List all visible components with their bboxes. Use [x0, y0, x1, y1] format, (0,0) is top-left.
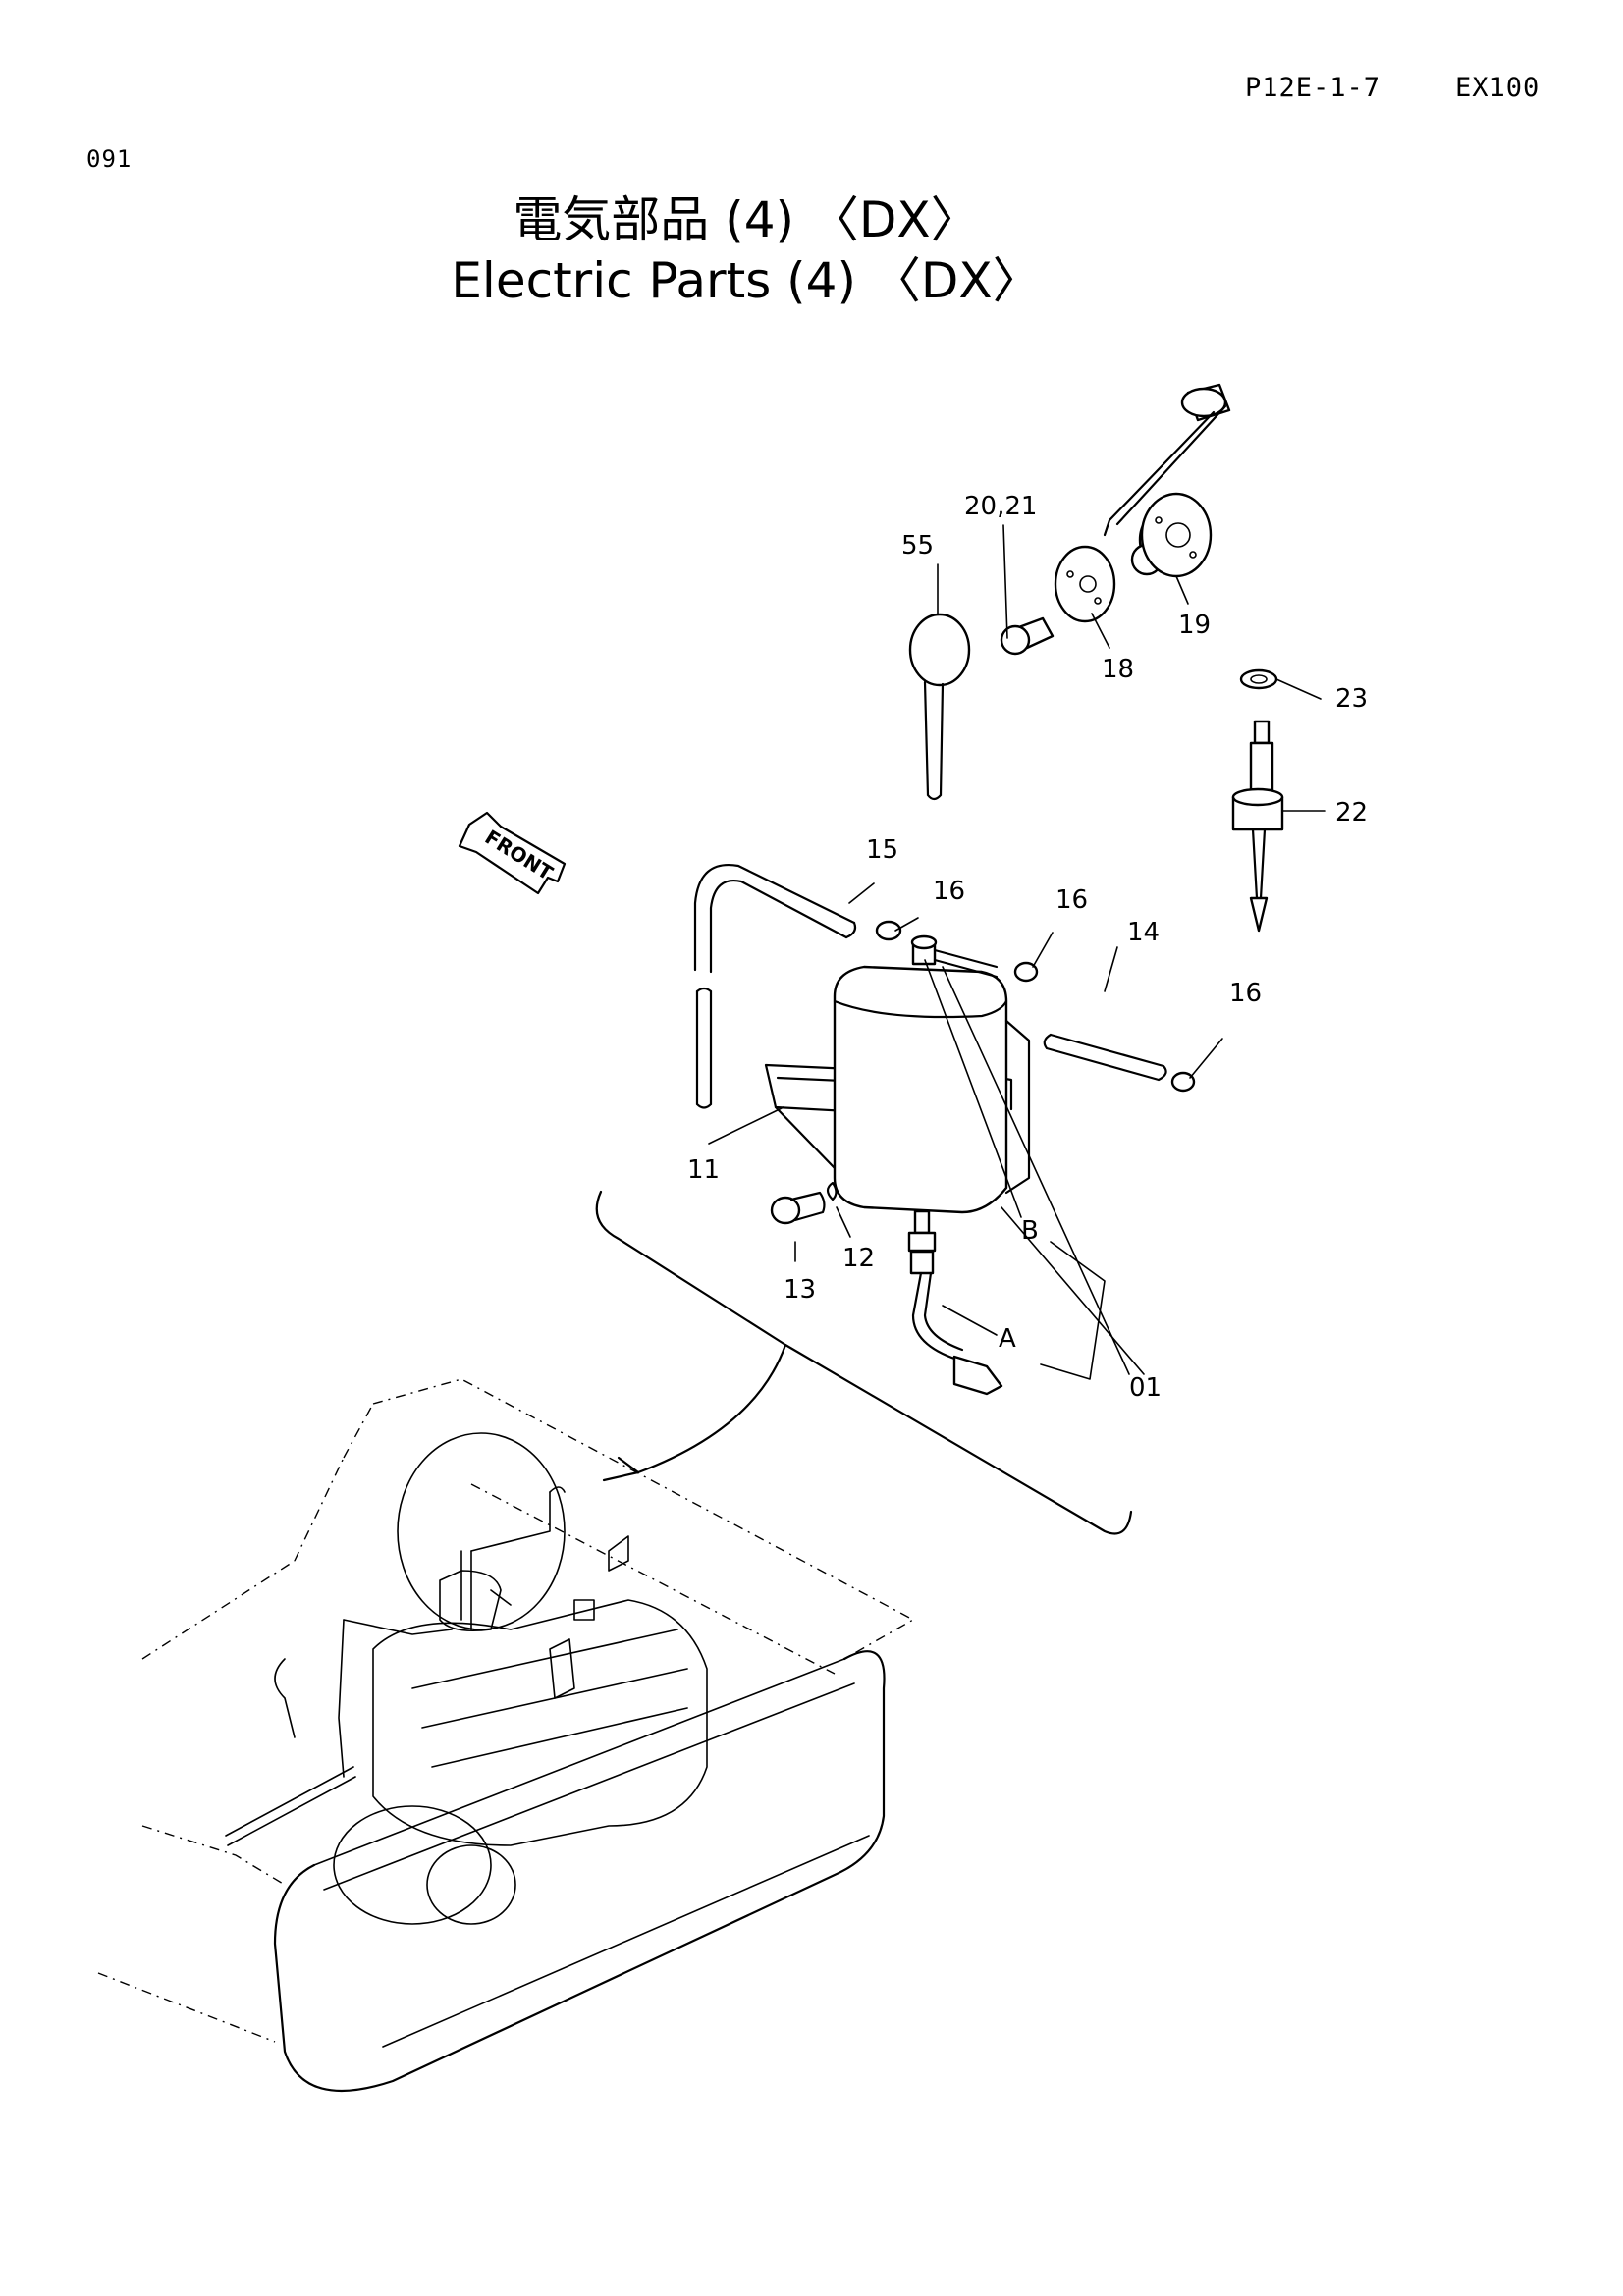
model-label: EX100: [1455, 73, 1541, 103]
front-arrow-icon: FRONT: [458, 811, 567, 895]
level-switch-wire: [907, 1209, 1003, 1396]
callout-18: 18: [1102, 655, 1134, 684]
callout-labels: 20,21 55 18 19 23 22 15 16 16 14 16 11 1…: [687, 492, 1368, 1403]
callout-12: 12: [842, 1244, 875, 1273]
part-22-sensor: [1231, 668, 1284, 933]
callout-01: 01: [1129, 1373, 1162, 1403]
callout-16-b: 16: [1055, 885, 1088, 915]
callout-23: 23: [1335, 684, 1368, 714]
callout-14: 14: [1127, 918, 1160, 947]
callout-11: 11: [687, 1155, 720, 1185]
page-code: P12E-1-7: [1245, 73, 1381, 103]
detail-brace: [595, 1190, 1133, 1535]
callout-B: B: [1021, 1216, 1039, 1246]
callout-22: 22: [1335, 798, 1368, 828]
part-55-cap: [908, 613, 971, 801]
callout-55: 55: [901, 531, 934, 561]
callout-16-a: 16: [933, 877, 965, 906]
callout-16-c: 16: [1229, 979, 1262, 1008]
callout-A: A: [999, 1324, 1016, 1354]
front-label: FRONT: [481, 826, 558, 885]
sender-flange-assembly: [1000, 383, 1231, 656]
part-01-reservoir-tank: [833, 934, 1031, 1214]
part-13-bolt: [770, 1181, 838, 1225]
callout-19: 19: [1178, 611, 1211, 640]
part-15-hose: [693, 863, 857, 1109]
part-16-clamps: [875, 920, 1196, 1093]
callout-15: 15: [866, 835, 898, 865]
page-title-japanese: 電気部品 (4) 〈DX〉: [513, 191, 980, 248]
callout-leaders: [708, 524, 1326, 1380]
machine-overview: [97, 1378, 915, 2093]
part-14-hose: [1043, 1033, 1167, 1082]
page-title-english: Electric Parts (4) 〈DX〉: [451, 252, 1042, 309]
callout-13: 13: [784, 1275, 816, 1305]
page-number: 091: [86, 145, 133, 173]
callout-20-21: 20,21: [964, 492, 1037, 521]
